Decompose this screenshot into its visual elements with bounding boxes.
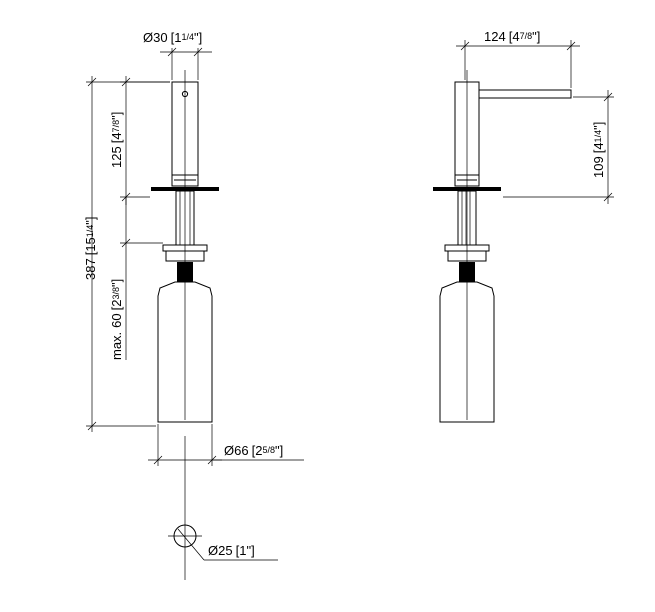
hole-diameter-label: Ø25[1"] bbox=[208, 543, 255, 558]
overall-height-label: 387[151/4"] bbox=[83, 216, 98, 280]
top-diameter-label: Ø30[11/4"] bbox=[143, 30, 202, 45]
above-counter-label: 125[47/8"] bbox=[109, 112, 124, 168]
dimension-above-counter: 125[47/8"] bbox=[109, 76, 170, 205]
spout-height-label: 109[41/4"] bbox=[591, 122, 606, 178]
spout-reach-label: 124[47/8"] bbox=[484, 29, 540, 44]
bottle-diameter-label: Ø66[25/8"] bbox=[224, 443, 283, 458]
max-counter-label: max.60[23/8"] bbox=[109, 279, 124, 360]
mounting-nut-lower bbox=[165, 250, 205, 262]
hole-circle bbox=[173, 524, 197, 548]
counter-flange-side bbox=[433, 187, 501, 191]
dimension-spout-reach: 124[47/8"] bbox=[456, 29, 580, 88]
dimension-overall-height: 387[151/4"] bbox=[83, 76, 170, 432]
spout bbox=[478, 89, 572, 99]
side-view bbox=[433, 70, 572, 423]
dimension-top-diameter: Ø30[11/4"] bbox=[143, 30, 212, 80]
bottle-side bbox=[439, 281, 495, 423]
dimension-spout-height: 109[41/4"] bbox=[503, 90, 614, 204]
mounting-hole: Ø25[1"] bbox=[168, 436, 278, 580]
dimension-bottle-diameter: Ø66[25/8"] bbox=[148, 424, 304, 466]
dimension-max-counter: max.60[23/8"] bbox=[109, 197, 163, 360]
counter-flange bbox=[151, 187, 219, 191]
bottle-thread bbox=[177, 262, 193, 282]
bottle-front bbox=[157, 281, 213, 423]
front-view bbox=[151, 70, 219, 423]
